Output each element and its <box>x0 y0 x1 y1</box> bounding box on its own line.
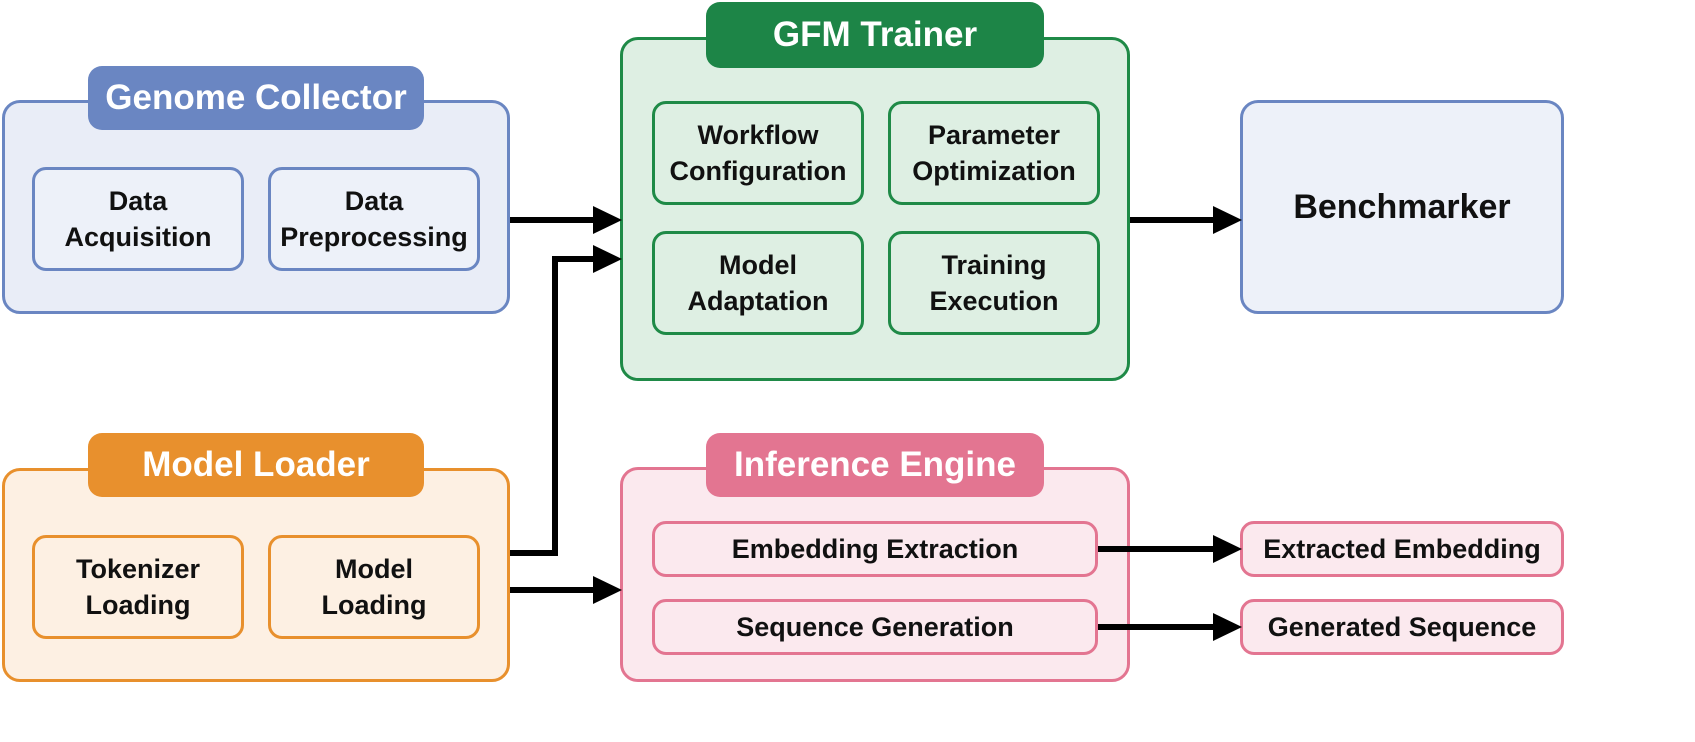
inference-engine-title: Inference Engine <box>706 433 1044 497</box>
benchmarker-box: Benchmarker <box>1240 100 1564 314</box>
embedding-extraction-box: Embedding Extraction <box>652 521 1098 577</box>
model-loading-box: Model Loading <box>268 535 480 639</box>
workflow-configuration-box: Workflow Configuration <box>652 101 864 205</box>
sequence-generation-box: Sequence Generation <box>652 599 1098 655</box>
data-preprocessing-box: Data Preprocessing <box>268 167 480 271</box>
arrowhead-sequence-to-output <box>1213 613 1242 641</box>
model-loader-title: Model Loader <box>88 433 424 497</box>
arrowhead-trainer-to-benchmarker <box>1213 206 1242 234</box>
genome-collector-title: Genome Collector <box>88 66 424 130</box>
parameter-optimization-box: Parameter Optimization <box>888 101 1100 205</box>
generated-sequence-box: Generated Sequence <box>1240 599 1564 655</box>
arrowhead-loader-to-inference <box>593 576 622 604</box>
model-adaptation-box: Model Adaptation <box>652 231 864 335</box>
arrowhead-loader-to-trainer <box>593 245 622 273</box>
arrowhead-embedding-to-output <box>1213 535 1242 563</box>
tokenizer-loading-box: Tokenizer Loading <box>32 535 244 639</box>
arrow-loader-to-trainer <box>510 256 595 556</box>
data-acquisition-box: Data Acquisition <box>32 167 244 271</box>
training-execution-box: Training Execution <box>888 231 1100 335</box>
arrowhead-genome-to-trainer <box>593 206 622 234</box>
gfm-trainer-title: GFM Trainer <box>706 2 1044 68</box>
extracted-embedding-box: Extracted Embedding <box>1240 521 1564 577</box>
